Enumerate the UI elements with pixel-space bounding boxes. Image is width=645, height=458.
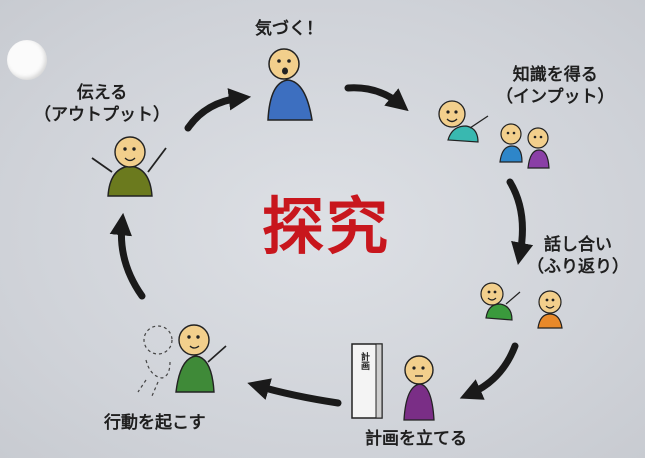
diagram-title: 探究 [262, 190, 391, 263]
person-aware [267, 48, 313, 121]
arrow-plan-to-action [247, 378, 342, 407]
arrow-aware-to-knowledge [344, 84, 409, 112]
step-label-action: 行動を起こす [104, 413, 206, 433]
punch-hole [7, 40, 47, 80]
step-label-aware: 気づく！ [255, 19, 323, 39]
people-knowledge [438, 100, 550, 169]
arrow-action-to-output [109, 212, 146, 300]
step-label-output: 伝える （アウトプット） [34, 83, 170, 125]
door-and-person-plan [351, 343, 435, 421]
person-output [91, 136, 167, 197]
arrow-discuss-to-plan [459, 342, 519, 400]
door-sign: 計画 [359, 352, 369, 370]
arrow-output-to-aware [184, 88, 252, 132]
arrow-knowledge-to-discuss [506, 178, 534, 266]
step-label-discussion: 話し合い （ふり返り） [527, 235, 629, 277]
step-label-plan: 計画を立てる [365, 429, 467, 449]
people-discussion [480, 282, 563, 329]
person-action [137, 324, 227, 397]
step-label-knowledge: 知識を得る （インプット） [496, 65, 615, 107]
